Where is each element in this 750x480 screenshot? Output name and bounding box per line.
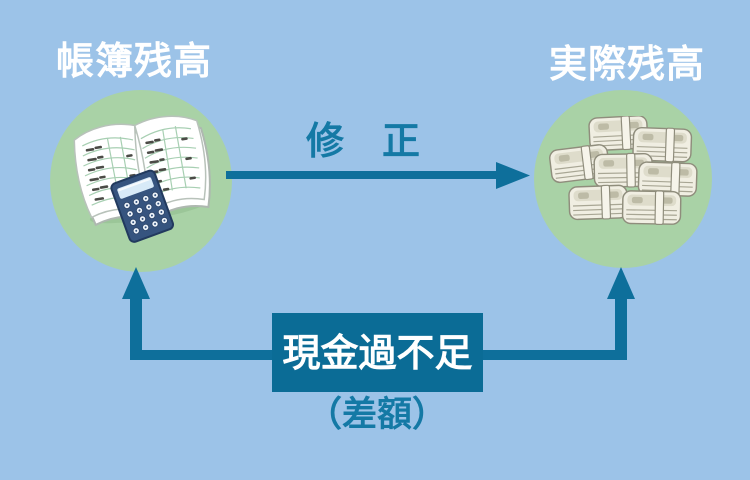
calculator-button-digits bbox=[126, 194, 166, 232]
right-up-arrow bbox=[483, 267, 635, 360]
correction-arrow bbox=[226, 162, 530, 189]
right-up-arrow-shaft bbox=[615, 296, 627, 356]
money-stack-icon bbox=[548, 116, 698, 226]
left-page-entries bbox=[85, 145, 136, 201]
cash-over-short-box: 現金過不足 bbox=[272, 313, 483, 392]
left-up-arrow bbox=[122, 267, 272, 360]
right-up-arrow-head bbox=[607, 267, 635, 299]
right-connector-line bbox=[483, 350, 627, 360]
money-bundles bbox=[548, 116, 698, 226]
difference-label: （差額） bbox=[306, 395, 448, 435]
correction-arrow-head bbox=[496, 162, 530, 189]
correction-label: 修 正 bbox=[306, 119, 421, 163]
ledger-calculator-icon bbox=[73, 115, 211, 243]
right-page-grid bbox=[140, 126, 201, 199]
cash-over-short-label: 現金過不足 bbox=[282, 330, 473, 375]
left-up-arrow-shaft bbox=[130, 296, 142, 356]
book-balance-node bbox=[50, 90, 232, 272]
actual-balance-node bbox=[534, 90, 712, 268]
left-connector-line bbox=[130, 350, 272, 360]
calculator-icon bbox=[110, 169, 175, 243]
left-node-title: 帳簿残高 bbox=[55, 39, 213, 83]
right-node-title: 実際残高 bbox=[548, 42, 706, 86]
calculator-display bbox=[117, 177, 154, 199]
correction-arrow-shaft bbox=[226, 171, 498, 179]
